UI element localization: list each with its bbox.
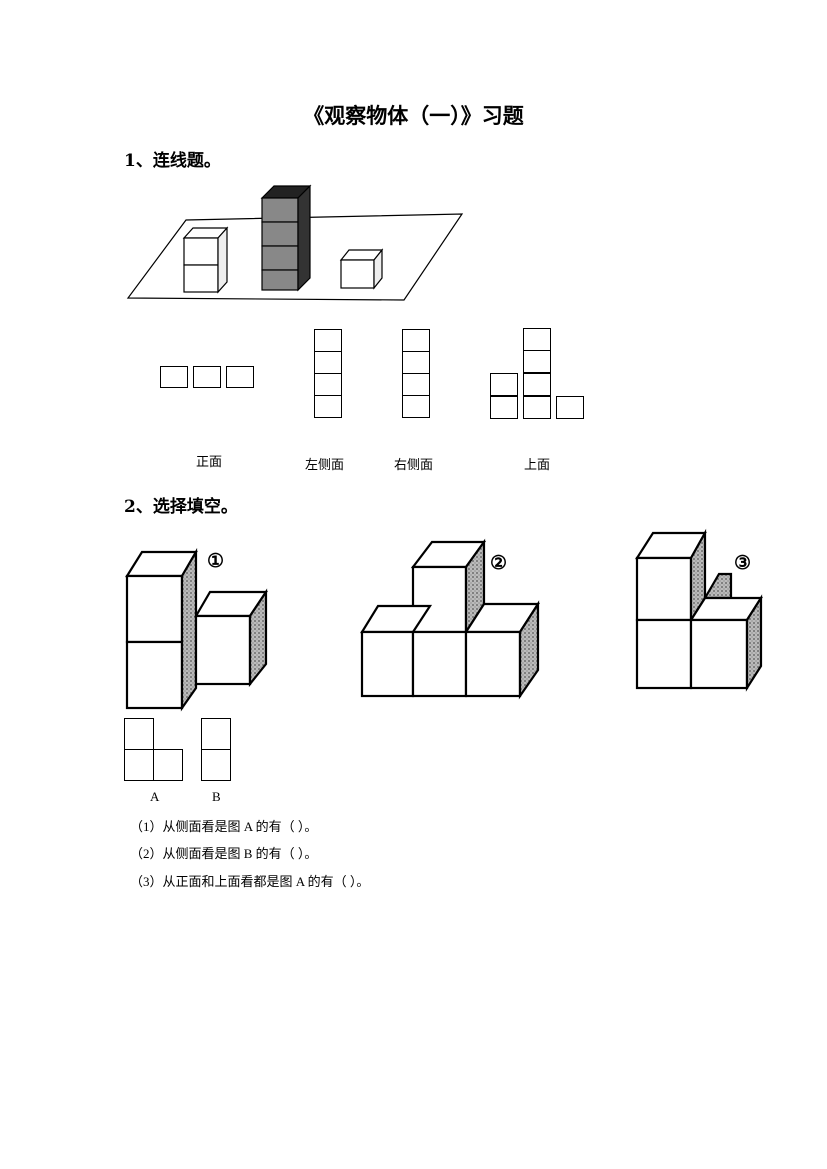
grid-cell — [201, 749, 231, 781]
grid-cell — [124, 718, 154, 750]
figure-2-cubes — [360, 538, 541, 700]
grid-cell — [402, 329, 430, 352]
grid-cell — [314, 329, 342, 352]
question-1: （1）从侧面看是图 A 的有（ ）。 — [130, 819, 318, 834]
grid-cell — [402, 351, 430, 374]
view-label-left: 左侧面 — [305, 457, 345, 472]
page-title: 《观察物体（一）》习题 — [303, 103, 524, 128]
grid-cell — [153, 749, 183, 781]
question-3: （3）从正面和上面看都是图 A 的有（ ）。 — [130, 874, 370, 889]
grid-cell — [201, 718, 231, 750]
figure-3-cubes — [634, 528, 764, 692]
view-label-front: 正面 — [196, 454, 223, 469]
section-1-heading: 1、连线题。 — [124, 151, 221, 171]
grid-cell — [523, 328, 551, 351]
grid-cell — [314, 373, 342, 396]
grid-cell — [523, 373, 551, 396]
figure-1-number: ① — [207, 550, 225, 572]
figure-3-number: ③ — [734, 552, 752, 574]
grid-cell — [402, 373, 430, 396]
grid-cell — [226, 366, 254, 388]
view-label-right: 右侧面 — [394, 457, 434, 472]
grid-cell — [523, 350, 551, 373]
grid-cell — [193, 366, 221, 388]
grid-cell — [490, 373, 518, 396]
grid-cell — [314, 351, 342, 374]
grid-cell — [490, 396, 518, 419]
grid-cell — [160, 366, 188, 388]
question-2: （2）从侧面看是图 B 的有（ ）。 — [130, 846, 318, 861]
section-2-heading: 2、选择填空。 — [124, 497, 238, 517]
option-a-label: A — [150, 789, 160, 804]
grid-cell — [523, 396, 551, 419]
grid-cell — [556, 396, 584, 419]
grid-cell — [402, 395, 430, 418]
grid-cell — [124, 749, 154, 781]
cube-scene-figure — [126, 184, 464, 301]
figure-2-number: ② — [490, 552, 508, 574]
view-label-top: 上面 — [524, 457, 551, 472]
figure-1-cubes — [125, 547, 269, 712]
grid-cell — [314, 395, 342, 418]
option-b-label: B — [212, 789, 221, 804]
